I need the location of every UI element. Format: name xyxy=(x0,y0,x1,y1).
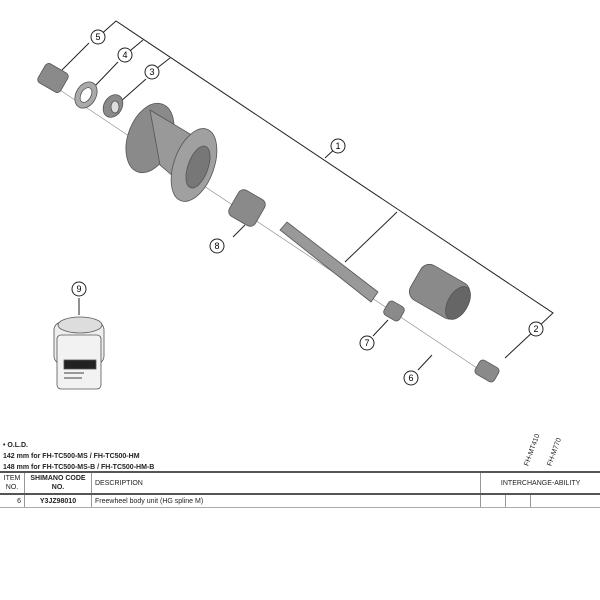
part-7-bushing xyxy=(383,300,405,322)
callout-7: 7 xyxy=(359,335,375,351)
row-item: 6 xyxy=(0,494,25,508)
parts-table: ITEM NO. SHIMANO CODE NO. DESCRIPTION IN… xyxy=(0,471,600,508)
svg-text:2: 2 xyxy=(533,324,538,334)
part-5-lock-nut xyxy=(37,63,69,93)
callouts: 5 4 3 1 8 9 7 2 6 xyxy=(71,29,544,386)
header-item: ITEM NO. xyxy=(0,471,25,495)
svg-text:4: 4 xyxy=(122,50,127,60)
part-axle xyxy=(279,221,379,303)
svg-text:6: 6 xyxy=(408,373,413,383)
header-description: DESCRIPTION xyxy=(91,471,482,495)
old-line-142: 142 mm for FH-TC500-MS / FH-TC500-HM xyxy=(3,453,140,460)
callout-8: 8 xyxy=(209,238,225,254)
exploded-parts-diagram: 5 4 3 1 8 9 7 2 6 xyxy=(37,20,554,390)
callout-6: 6 xyxy=(403,370,419,386)
svg-text:8: 8 xyxy=(214,241,219,251)
callout-2: 2 xyxy=(528,321,544,337)
old-title: • O.L.D. xyxy=(3,442,29,449)
part-3-bearing xyxy=(102,94,124,118)
svg-text:1: 1 xyxy=(335,141,340,151)
svg-text:7: 7 xyxy=(364,338,369,348)
row-interchange-1 xyxy=(480,494,507,508)
svg-text:5: 5 xyxy=(95,32,100,42)
header-interchangeability: INTERCHANGE-ABILITY xyxy=(480,471,600,495)
row-interchange-3 xyxy=(530,494,600,508)
leader-lines xyxy=(59,20,554,371)
part-8-ratchet xyxy=(228,189,266,227)
row-code: Y3JZ98010 xyxy=(24,494,92,508)
part-9-grease-jar xyxy=(53,316,105,390)
part-hub-body xyxy=(125,102,218,202)
parts xyxy=(37,63,500,390)
header-code: SHIMANO CODE NO. xyxy=(24,471,92,495)
table-header: ITEM NO. SHIMANO CODE NO. DESCRIPTION IN… xyxy=(0,471,600,495)
model-fh-m770: FH-M770 xyxy=(546,437,563,467)
part-4-spacer xyxy=(74,81,98,109)
model-fh-mt410: FH-MT410 xyxy=(523,433,542,467)
svg-text:9: 9 xyxy=(76,284,81,294)
callout-9: 9 xyxy=(71,281,87,297)
callout-3: 3 xyxy=(144,64,160,80)
row-description: Freewheel body unit (HG spline M) xyxy=(91,494,482,508)
part-6-freewheel-body xyxy=(409,263,471,320)
callout-1: 1 xyxy=(330,138,346,154)
svg-text:3: 3 xyxy=(149,67,154,77)
table-row: 6 Y3JZ98010 Freewheel body unit (HG spli… xyxy=(0,494,600,508)
callout-5: 5 xyxy=(90,29,106,45)
old-line-148: 148 mm for FH-TC500-MS-B / FH-TC500-HM-B xyxy=(3,464,155,471)
part-2-end-cap xyxy=(474,359,500,383)
row-interchange-2 xyxy=(505,494,532,508)
callout-4: 4 xyxy=(117,47,133,63)
